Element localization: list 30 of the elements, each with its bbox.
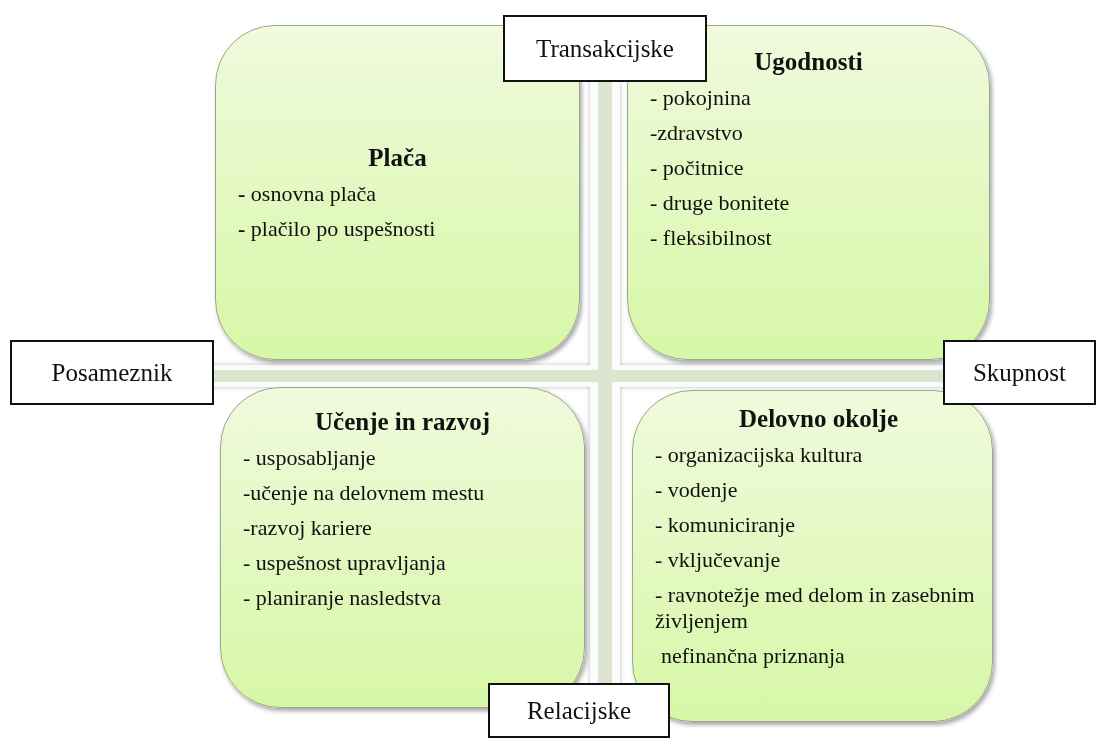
rounded-card — [632, 390, 993, 722]
label-box — [943, 340, 1096, 405]
list-item: - plačilo po uspešnosti — [238, 216, 437, 242]
label-box — [488, 683, 670, 738]
section-heading: Plača — [367, 144, 428, 172]
list-item: -zdravstvo — [650, 120, 744, 146]
list-item: -učenje na delovnem mestu — [243, 480, 486, 506]
list-item: - usposabljanje — [243, 445, 377, 471]
list-item: - komuniciranje — [655, 512, 796, 538]
label-box — [503, 15, 707, 82]
axis-label: Relacijske — [526, 696, 632, 725]
section-heading: Delovno okolje — [738, 405, 899, 433]
list-item: - uspešnost upravljanja — [243, 550, 447, 576]
list-item: nefinančna priznanja — [660, 643, 846, 669]
list-item: - planiranje nasledstva — [243, 585, 442, 611]
list-item: - ravnotežje med delom in zasebnim življenjem — [655, 582, 976, 634]
list-item: - počitnice — [650, 155, 745, 181]
list-item: - druge bonitete — [650, 190, 791, 216]
list-item: - vključevanje — [655, 547, 782, 573]
axis-label: Skupnost — [972, 358, 1067, 387]
list-item: - pokojnina — [650, 85, 752, 111]
list-item: - vodenje — [655, 477, 739, 503]
list-item: - organizacijska kultura — [655, 442, 864, 468]
list-item: - fleksibilnost — [650, 225, 773, 251]
section-heading: Učenje in razvoj — [314, 408, 491, 436]
list-item: -razvoj kariere — [243, 515, 373, 541]
axis-label: Posameznik — [51, 358, 173, 387]
list-item: - osnovna plača — [238, 181, 378, 207]
label-box — [10, 340, 214, 405]
axis-label: Transakcijske — [536, 34, 674, 63]
